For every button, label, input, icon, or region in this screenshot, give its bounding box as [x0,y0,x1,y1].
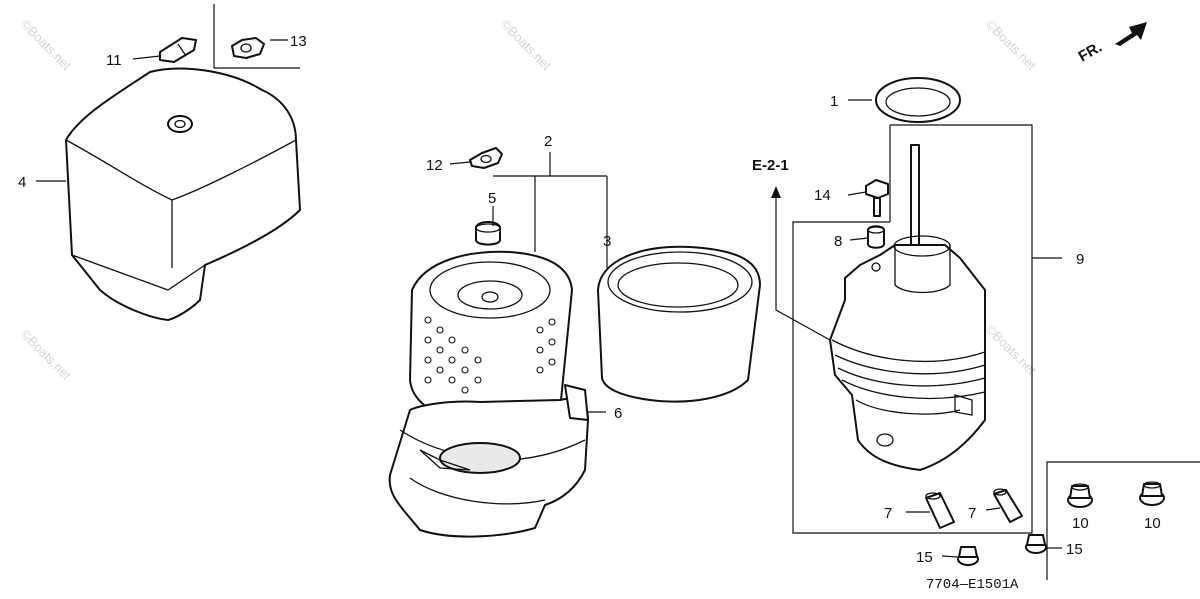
part-8-collar [867,225,885,249]
callout-labels: 1 2 3 4 5 6 7 7 8 9 10 10 11 13 12 14 15… [18,33,1161,593]
callout-12: 12 [426,157,443,174]
callout-2: 2 [544,133,552,150]
callout-7a: 7 [884,505,892,522]
watermark: ©Boats.net [18,327,74,383]
part-15-nut [1025,534,1047,554]
callout-9: 9 [1076,251,1084,268]
filter-perforations [424,316,556,394]
part-2-filter-element [409,250,573,425]
part-9-air-cleaner-elbow [829,144,986,471]
watermark: ©Boats.net [983,322,1039,378]
part-7-dowel-pin [993,488,1023,523]
callout-7b: 7 [968,505,976,522]
part-13-wing-nut [231,37,265,59]
callout-3: 3 [603,233,611,250]
part-5-grommet [475,221,501,246]
diagram-code: 7704—E1501A [926,577,1019,593]
part-15-nut [957,546,979,566]
callout-8: 8 [834,233,842,250]
watermark: ©Boats.net [18,17,74,73]
part-10-flange-nut [1067,483,1093,508]
callout-10b: 10 [1144,515,1161,532]
part-11-clip [159,37,197,63]
callout-11: 11 [106,52,122,69]
watermark: ©Boats.net [983,17,1039,73]
part-10-flange-nut [1139,481,1165,506]
part-14-bolt [865,179,889,217]
part-4-air-cleaner-cover [65,67,301,321]
part-12-wing-nut [469,147,503,169]
front-arrow-icon [1115,22,1147,46]
callout-5: 5 [488,190,496,207]
watermark: ©Boats.net [498,17,554,73]
callout-1: 1 [830,93,838,110]
callout-15b: 15 [1066,541,1083,558]
front-direction-indicator: FR. [1076,22,1147,66]
reference-label: E-2-1 [752,157,789,174]
callout-10a: 10 [1072,515,1089,532]
callout-4: 4 [18,174,26,191]
leader-lines [36,39,1200,580]
callout-15a: 15 [916,549,933,566]
callout-14: 14 [814,187,831,204]
fr-label: FR. [1076,39,1105,66]
part-7-dowel-pin [925,492,955,529]
callout-6: 6 [614,405,622,422]
part-3-foam-filter [597,245,761,403]
part-1-gasket [875,77,961,123]
callout-13: 13 [290,33,307,50]
part-6-air-cleaner-base [388,384,589,538]
